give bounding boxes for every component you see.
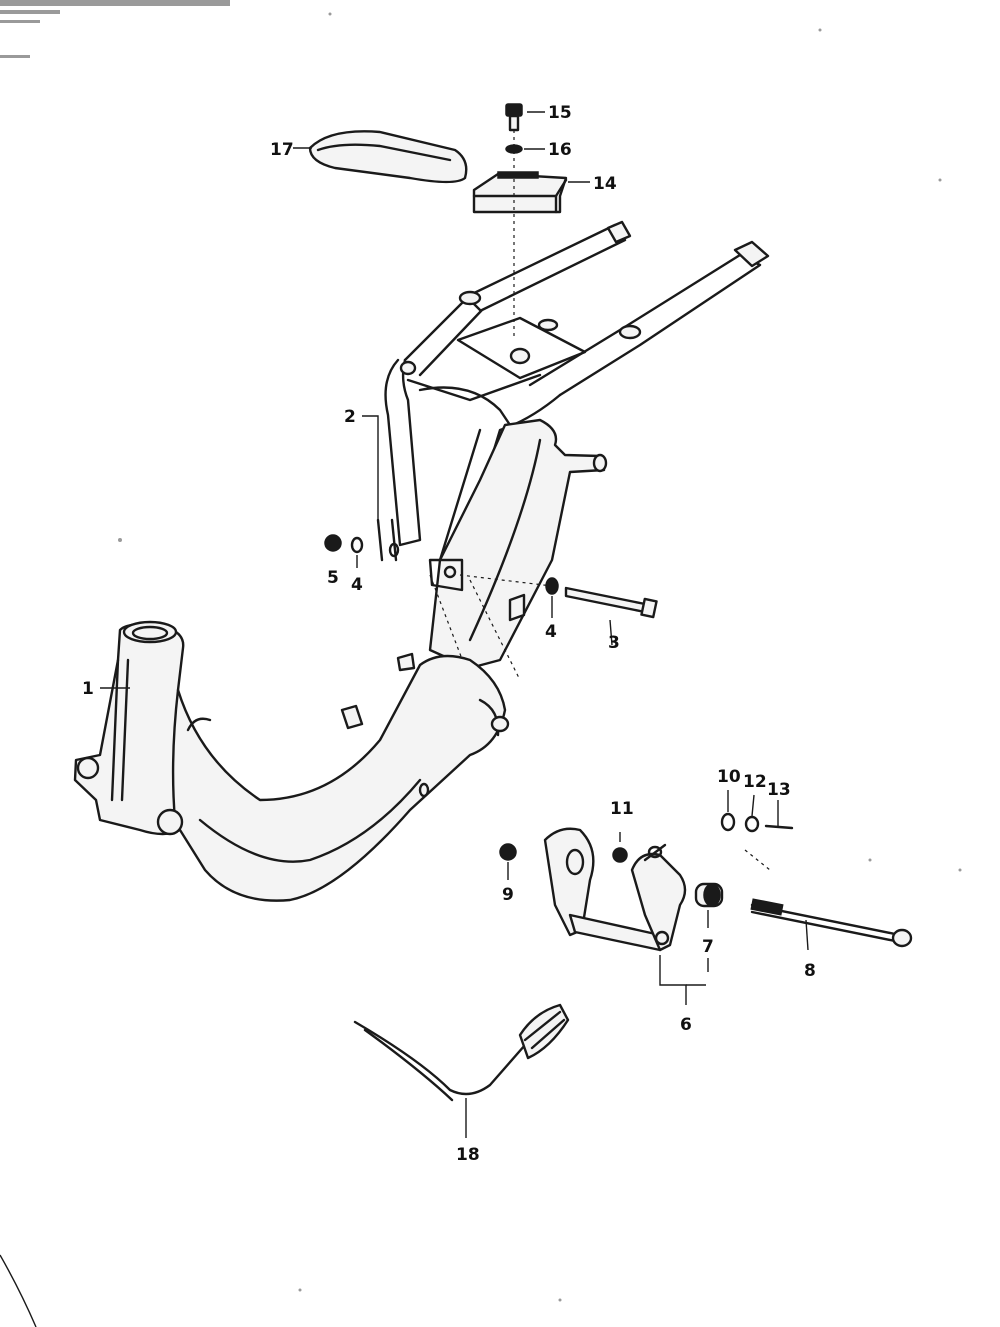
frame-spine	[428, 418, 608, 681]
callout-6: 6	[680, 1015, 692, 1035]
callout-9: 9	[502, 885, 514, 905]
callout-14: 14	[593, 174, 617, 194]
callout-17: 17	[270, 140, 294, 160]
leader-lines	[100, 111, 809, 1138]
part-17-pad	[308, 130, 468, 184]
callout-18: 18	[456, 1145, 480, 1165]
callout-13: 13	[767, 780, 791, 800]
part-5-nut	[324, 534, 342, 552]
scan-noise	[0, 0, 962, 1327]
callout-5: 5	[327, 568, 339, 588]
callout-2: 2	[344, 407, 356, 427]
part-12-washer	[744, 815, 760, 833]
part-13-pin	[764, 824, 794, 830]
part-6-stand-assembly	[543, 827, 687, 952]
callout-7: 7	[702, 937, 714, 957]
part-1-main-frame	[73, 620, 510, 902]
callout-10: 10	[717, 767, 741, 787]
callout-16: 16	[548, 140, 572, 160]
part-18-stand-rod	[353, 1003, 570, 1102]
part-4-washer-left	[350, 536, 364, 554]
callout-11: 11	[610, 799, 634, 819]
callout-15: 15	[548, 103, 572, 123]
callout-3: 3	[608, 633, 620, 653]
assembly-line-stand	[744, 849, 771, 871]
callout-4-left: 4	[351, 575, 363, 595]
part-2-rear-frame	[376, 220, 770, 562]
part-11-nut	[612, 847, 628, 863]
part-8-pivot-bolt	[750, 898, 913, 948]
callout-8: 8	[804, 961, 816, 981]
part-7-bush	[694, 882, 724, 908]
part-14-bracket	[472, 171, 568, 214]
callout-4-right: 4	[545, 622, 557, 642]
callout-12: 12	[743, 772, 767, 792]
callout-1: 1	[82, 679, 94, 699]
part-10-washer	[720, 812, 736, 832]
part-15-bolt	[505, 103, 523, 132]
part-9-nut	[499, 843, 517, 861]
part-3-long-bolt	[459, 574, 658, 619]
callout-labels: 15 16 14 17 2 5 4 4 3 1 10 12 13 11 9 7 …	[82, 103, 816, 1165]
